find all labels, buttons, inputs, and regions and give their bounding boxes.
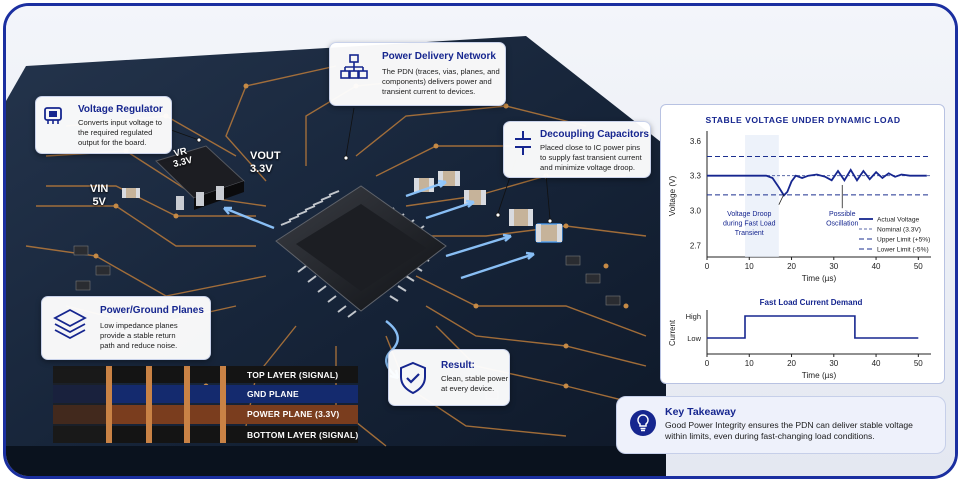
annotation-droop: Voltage Droop (727, 211, 771, 218)
capacitor-icon (515, 131, 531, 155)
transient-band (745, 135, 779, 257)
annotation-oscillation: Oscillation (826, 220, 858, 227)
shield-check-icon (400, 361, 426, 395)
y-tick-label: 3.6 (690, 137, 702, 146)
takeaway-title: Key Takeaway (665, 406, 737, 418)
card-text: Placed close to IC power pins to supply … (540, 143, 642, 172)
legend-entry: Actual Voltage (877, 217, 919, 224)
current-x-tick-label: 10 (745, 359, 754, 368)
voltage-chart: STABLE VOLTAGE UNDER DYNAMIC LOAD 2.7 3.0 3… (668, 115, 931, 380)
stackup-layer-gnd: GND PLANE (247, 389, 299, 399)
y-axis-label: Voltage (V) (668, 175, 677, 216)
power-ground-planes-card: Power/Ground Planes Low impedance planes… (41, 296, 211, 360)
y-tick-label: 3.3 (690, 172, 702, 181)
current-x-tick-label: 30 (829, 359, 838, 368)
x-tick-label: 30 (829, 262, 838, 271)
lightbulb-icon (630, 410, 656, 436)
main-ic (275, 185, 447, 318)
chip-icon (44, 107, 62, 124)
stackup-layer-power: POWER PLANE (3.3V) (247, 409, 340, 419)
result-card: Result: Clean, stable power at every dev… (388, 349, 510, 406)
decoupling-capacitors-card: Decoupling Capacitors Placed close to IC… (503, 121, 651, 178)
card-text: Clean, stable power at every device. (441, 374, 509, 393)
stackup-layer-top: TOP LAYER (SIGNAL) (247, 370, 339, 380)
y-tick-label: 2.7 (690, 241, 702, 250)
card-title: Result: (441, 360, 475, 371)
annotation-droop: during Fast Load (723, 220, 776, 227)
card-title: Voltage Regulator (78, 104, 163, 115)
annotation-droop: Transient (735, 230, 764, 237)
decoupling-capacitor-row (122, 171, 563, 243)
x-axis-label: Time (µs) (802, 274, 837, 283)
card-title: Power Delivery Network (382, 51, 496, 62)
voltage-regulator-card: Voltage Regulator Converts input voltage… (35, 96, 172, 154)
x-tick-label: 40 (872, 262, 881, 271)
x-tick-label: 20 (787, 262, 796, 271)
current-x-tick-label: 40 (872, 359, 881, 368)
series-actual-voltage (707, 168, 927, 197)
network-icon (340, 54, 368, 79)
card-text: Low impedance planes provide a stable re… (100, 321, 178, 350)
legend-entry: Lower Limit (-5%) (877, 247, 929, 254)
current-y-tick-label: Low (687, 334, 701, 343)
x-tick-label: 10 (745, 262, 754, 271)
current-x-tick-label: 50 (914, 359, 923, 368)
stackup-diagram (53, 366, 358, 443)
current-x-axis-label: Time (µs) (802, 371, 837, 380)
current-chart-title: Fast Load Current Demand (760, 298, 863, 307)
key-takeaway: Key Takeaway Good Power Integrity ensure… (616, 396, 946, 454)
card-text: The PDN (traces, vias, planes, and compo… (382, 67, 500, 96)
current-y-axis-label: Current (668, 319, 677, 346)
voltage-graph-panel: STABLE VOLTAGE UNDER DYNAMIC LOAD 2.7 3.0 3… (660, 104, 945, 384)
series-current (707, 315, 919, 339)
regulator-chip (155, 145, 245, 210)
card-text: Converts input voltage to the required r… (78, 118, 163, 147)
pdn-card: Power Delivery Network The PDN (traces, … (329, 42, 506, 106)
current-y-tick-label: High (686, 312, 701, 321)
card-title: Decoupling Capacitors (540, 129, 649, 140)
current-x-tick-label: 0 (705, 359, 710, 368)
x-tick-label: 0 (705, 262, 710, 271)
stackup-layer-bottom: BOTTOM LAYER (SIGNAL) (247, 430, 359, 440)
takeaway-text: Good Power Integrity ensures the PDN can… (665, 420, 913, 441)
card-title: Power/Ground Planes (100, 305, 204, 316)
x-tick-label: 50 (914, 262, 923, 271)
annotation-oscillation: Possible (829, 211, 856, 218)
legend-entry: Upper Limit (+5%) (877, 237, 930, 244)
layers-icon (53, 308, 87, 340)
chart-title: STABLE VOLTAGE UNDER DYNAMIC LOAD (705, 115, 900, 125)
droop-pointer (778, 194, 785, 205)
legend-entry: Nominal (3.3V) (877, 227, 921, 234)
y-tick-label: 3.0 (690, 207, 702, 216)
current-x-tick-label: 20 (787, 359, 796, 368)
